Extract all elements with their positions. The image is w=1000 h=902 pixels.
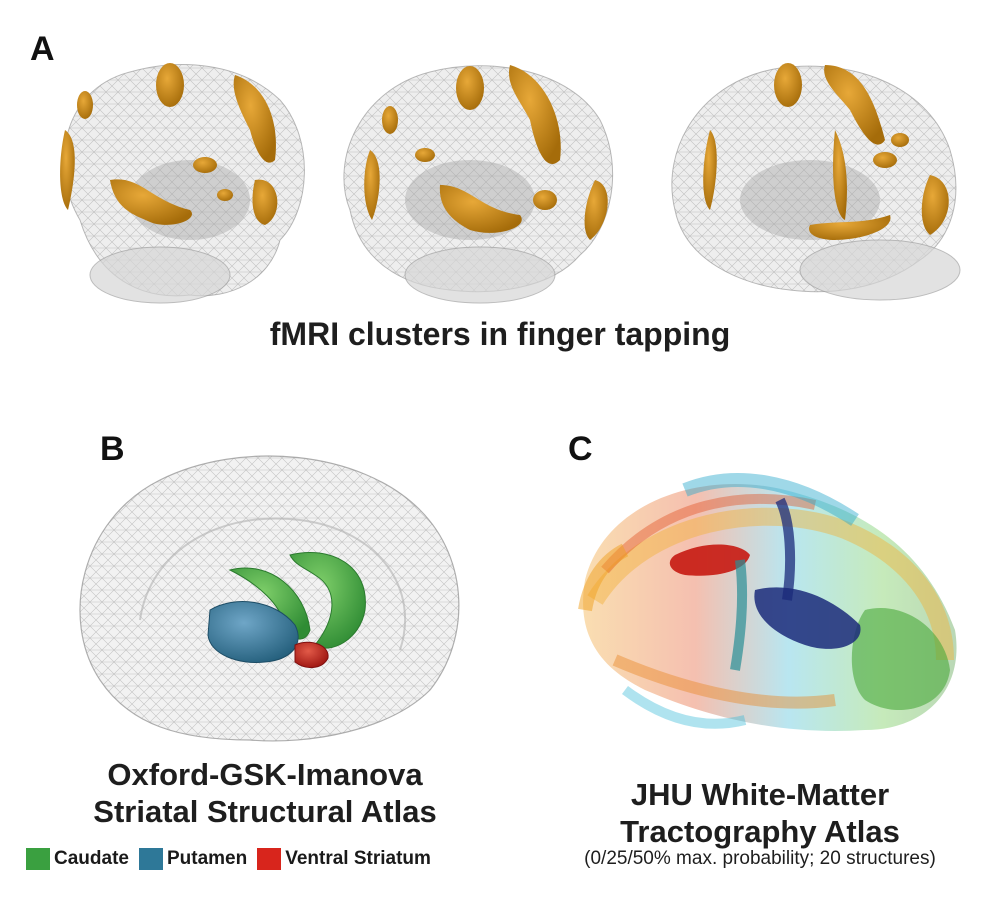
fmri-cluster-group — [703, 63, 949, 240]
striatal-atlas-brain — [79, 455, 460, 742]
panel-a-caption: fMRI clusters in finger tapping — [269, 316, 731, 352]
teal-tract-structure — [730, 559, 748, 671]
fmri-brain-view-2 — [343, 65, 614, 304]
striatal-legend: Caudate Putamen Ventral Striatum — [26, 848, 431, 870]
panel-letter-a: A — [30, 30, 55, 68]
panel-c-caption-line1: JHU White-Matter — [630, 777, 890, 812]
panel-b-caption-line1: Oxford-GSK-Imanova — [107, 757, 423, 792]
legend-label: Putamen — [166, 848, 248, 869]
navy-tract-structure — [754, 587, 861, 649]
brain-mesh — [671, 65, 961, 301]
panel-letter-b: B — [100, 430, 125, 468]
panel-b-caption: Oxford-GSK-Imanova Striatal Structural A… — [20, 756, 510, 830]
legend-item-ventral-striatum: Ventral Striatum — [257, 848, 431, 870]
panel-c-subcaption: (0/25/50% max. probability; 20 structure… — [584, 848, 936, 869]
panel-b-caption-line2: Striatal Structural Atlas — [93, 794, 437, 829]
red-tract-structure — [669, 544, 750, 576]
legend-item-putamen: Putamen — [138, 848, 248, 870]
panel-letter-c: C — [568, 430, 593, 468]
ventral-striatum-structure — [294, 641, 329, 668]
putamen-swatch — [138, 848, 163, 870]
legend-label: Caudate — [54, 848, 129, 869]
fmri-cluster-group — [60, 63, 278, 225]
fmri-brain-view-1 — [60, 63, 305, 304]
legend-item-caudate: Caudate — [26, 848, 129, 870]
panel-c-caption-line2: Tractography Atlas — [620, 814, 900, 849]
brain-mesh — [63, 64, 305, 304]
caudate-swatch — [26, 848, 50, 870]
legend-label: Ventral Striatum — [285, 848, 431, 869]
tractography-atlas-brain — [578, 473, 957, 731]
fmri-brain-view-3 — [671, 63, 961, 301]
panel-c-caption: JHU White-Matter Tractography Atlas — [520, 776, 1000, 850]
ventral-striatum-swatch — [257, 848, 282, 870]
navy-tract-structure — [775, 497, 796, 601]
fmri-cluster-group — [364, 65, 608, 240]
